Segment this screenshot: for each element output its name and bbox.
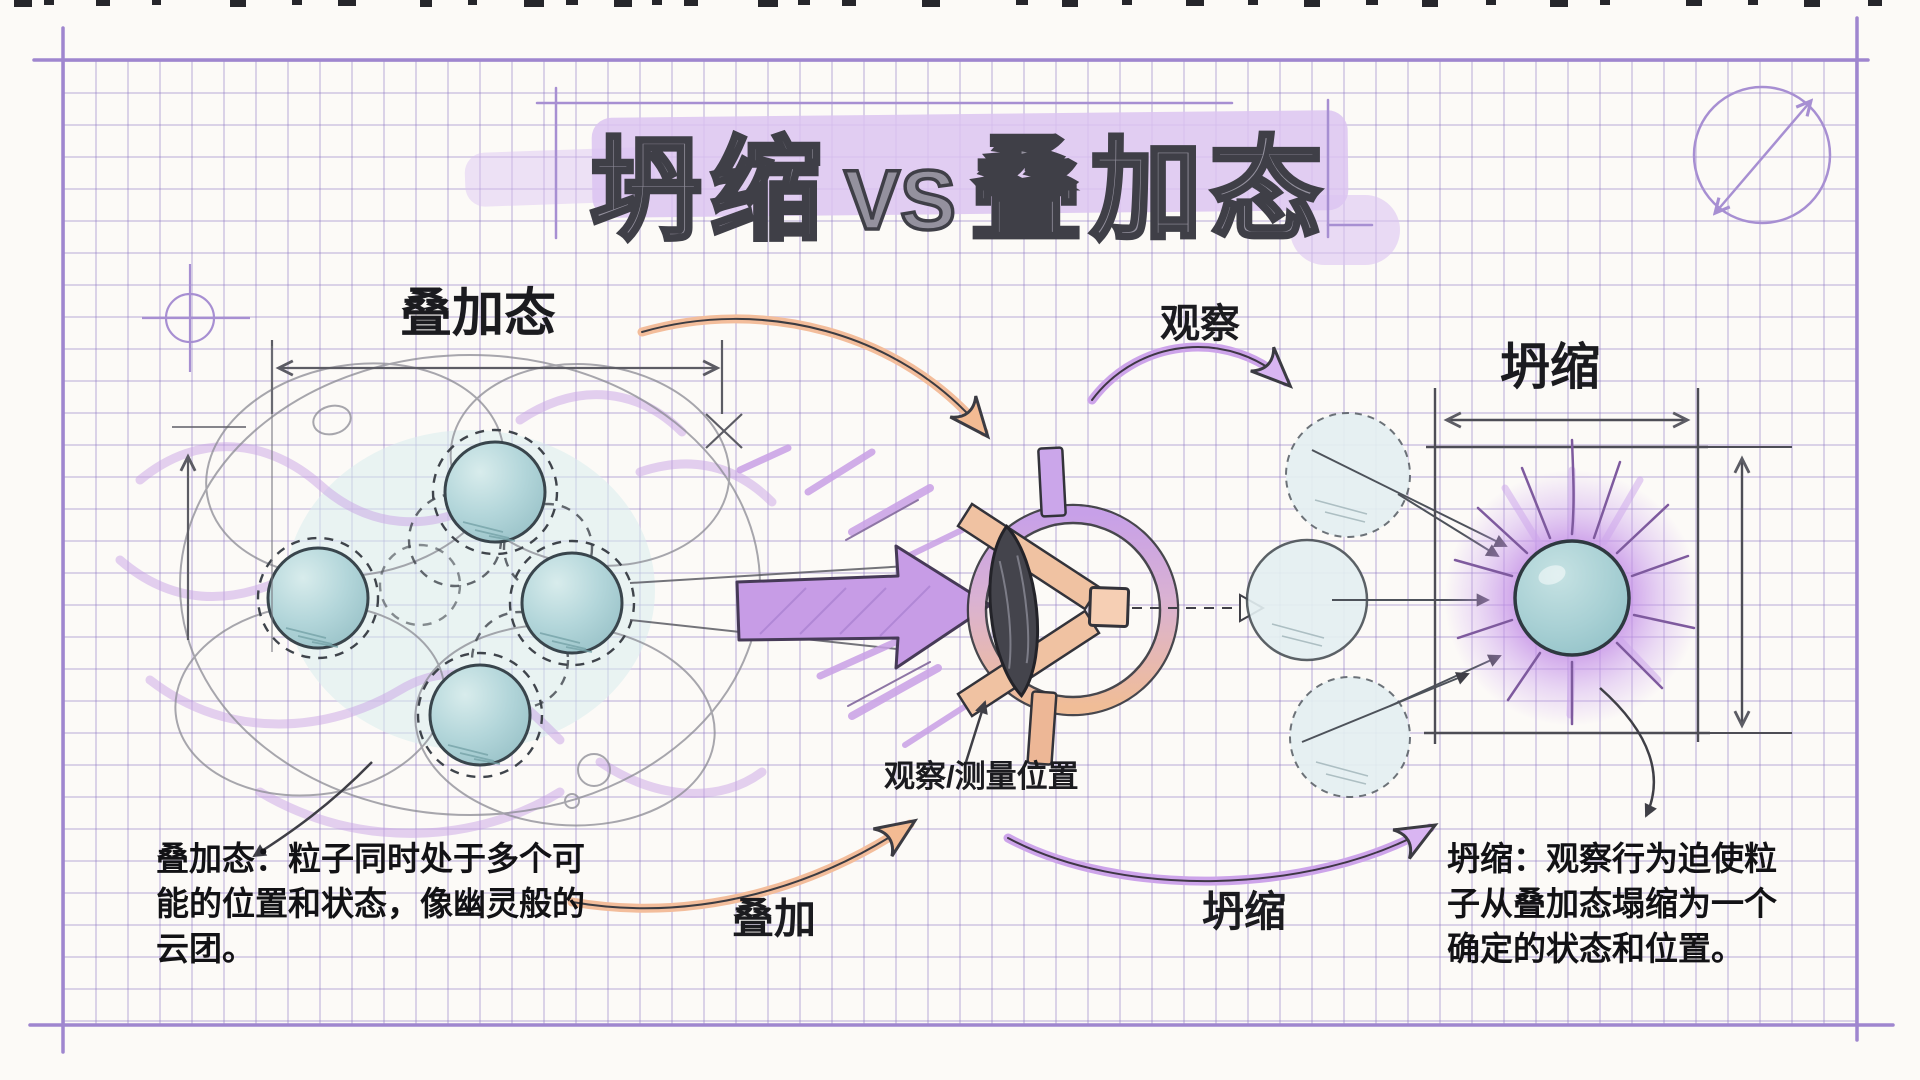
cloud-to-caption-arrow — [252, 761, 373, 858]
observe-collapse-arcs — [1003, 342, 1439, 886]
superpose-arc-label: 叠加 — [732, 895, 817, 942]
collapse-box — [1424, 388, 1792, 744]
particle-to-caption-arrow — [1599, 687, 1657, 818]
title-highlight-swath-right — [1290, 195, 1400, 265]
crosshair-doodle — [142, 264, 250, 372]
eye-observer-icon — [956, 446, 1266, 766]
top-edge-cropped-text-fragments — [14, 0, 1882, 7]
superposition-heading: 叠加态 — [400, 285, 557, 343]
collapse-heading: 坍缩 — [1500, 339, 1600, 395]
corner-circle-doodle — [1692, 85, 1832, 225]
superposition-particles — [266, 440, 624, 767]
title-left: 坍缩 — [588, 126, 830, 255]
collapse-caption: 坍缩：观察行为迫使粒 子从叠加态塌缩为一个 确定的状态和位置。 — [1447, 840, 1777, 967]
left-dimension-marks — [172, 340, 743, 652]
superposition-cloud — [115, 354, 777, 838]
observe-arc-label: 观察 — [1160, 302, 1240, 346]
collapse-arc-label: 坍缩 — [1202, 888, 1287, 935]
collapse-ghost-particles — [1245, 412, 1411, 798]
superpose-arcs — [567, 314, 991, 913]
measure-position-label: 观察/测量位置 — [884, 759, 1079, 794]
title-crop-marks — [535, 86, 1374, 240]
superposition-caption: 叠加态：粒子同时处于多个可 能的位置和状态，像幽灵般的 云团。 — [156, 840, 585, 967]
title-vs: VS — [842, 151, 958, 249]
collapsed-particle — [1444, 438, 1700, 726]
page-frame — [28, 16, 1895, 1054]
measurement-block-arrow — [735, 544, 992, 670]
pupil-lens — [988, 523, 1039, 699]
title-right: 叠加态 — [968, 126, 1331, 255]
